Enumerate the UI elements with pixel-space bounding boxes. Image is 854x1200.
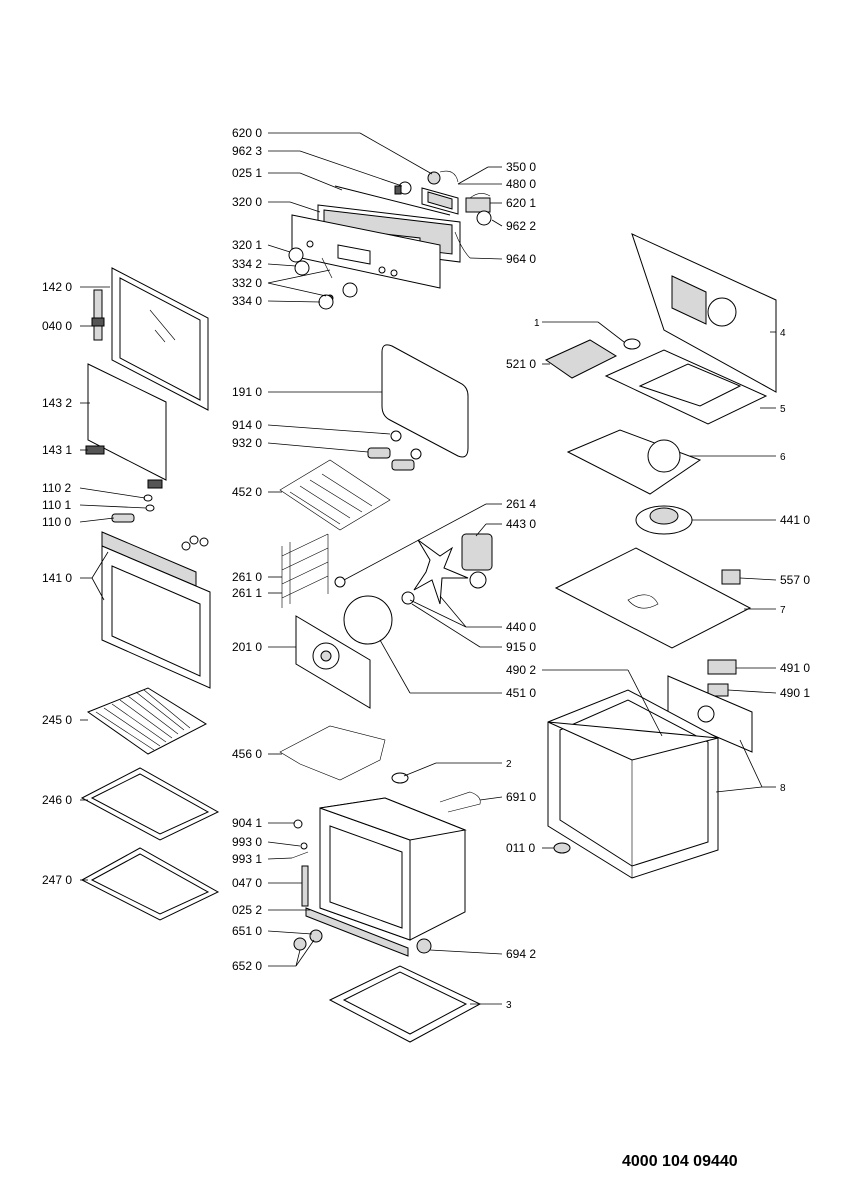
label-261-1: 261 1 bbox=[232, 586, 262, 600]
label-261-0: 261 0 bbox=[232, 570, 262, 584]
label-110-2: 110 2 bbox=[42, 481, 71, 495]
part-labels: 620 0 962 3 025 1 320 0 320 1 334 2 332 … bbox=[42, 126, 810, 1011]
label-932-0: 932 0 bbox=[232, 436, 262, 450]
label-110-0: 110 0 bbox=[42, 515, 71, 529]
label-456-0: 456 0 bbox=[232, 747, 262, 761]
label-6: 6 bbox=[780, 452, 786, 463]
housing-group bbox=[544, 233, 777, 879]
label-993-1: 993 1 bbox=[232, 852, 262, 866]
label-142-0: 142 0 bbox=[42, 280, 72, 294]
label-557-0: 557 0 bbox=[780, 573, 810, 587]
label-332-0: 332 0 bbox=[232, 276, 262, 290]
label-651-0: 651 0 bbox=[232, 924, 262, 938]
label-8: 8 bbox=[780, 783, 786, 794]
label-5: 5 bbox=[780, 404, 786, 415]
label-480-0: 480 0 bbox=[506, 177, 536, 191]
label-904-1: 904 1 bbox=[232, 816, 262, 830]
label-962-3: 962 3 bbox=[232, 144, 262, 158]
label-620-0: 620 0 bbox=[232, 126, 262, 140]
label-245-0: 245 0 bbox=[42, 713, 72, 727]
label-320-1: 320 1 bbox=[232, 238, 262, 252]
label-441-0: 441 0 bbox=[780, 513, 810, 527]
label-246-0: 246 0 bbox=[42, 793, 72, 807]
label-2: 2 bbox=[506, 759, 512, 770]
label-143-2: 143 2 bbox=[42, 396, 72, 410]
label-191-0: 191 0 bbox=[232, 385, 262, 399]
label-201-0: 201 0 bbox=[232, 640, 262, 654]
label-962-2: 962 2 bbox=[506, 219, 536, 233]
label-993-0: 993 0 bbox=[232, 835, 262, 849]
label-491-0: 491 0 bbox=[780, 661, 810, 675]
label-440-0: 440 0 bbox=[506, 620, 536, 634]
label-334-0: 334 0 bbox=[232, 294, 262, 308]
label-047-0: 047 0 bbox=[232, 876, 262, 890]
label-4: 4 bbox=[780, 328, 786, 339]
label-915-0: 915 0 bbox=[506, 640, 536, 654]
oven-cavity-group bbox=[291, 797, 482, 1043]
label-521-0: 521 0 bbox=[506, 357, 536, 371]
control-panel-group bbox=[288, 170, 492, 310]
center-group bbox=[279, 344, 493, 813]
label-110-1: 110 1 bbox=[42, 498, 71, 512]
label-964-0: 964 0 bbox=[506, 252, 536, 266]
label-620-1: 620 1 bbox=[506, 196, 536, 210]
label-7: 7 bbox=[780, 605, 786, 616]
label-011-0: 011 0 bbox=[506, 841, 535, 855]
leader-lines bbox=[79, 132, 777, 1005]
label-025-2: 025 2 bbox=[232, 903, 262, 917]
label-350-0: 350 0 bbox=[506, 160, 536, 174]
label-443-0: 443 0 bbox=[506, 517, 536, 531]
accessories-group bbox=[80, 687, 220, 921]
label-452-0: 452 0 bbox=[232, 485, 262, 499]
label-3: 3 bbox=[506, 1000, 512, 1011]
label-143-1: 143 1 bbox=[42, 443, 72, 457]
label-652-0: 652 0 bbox=[232, 959, 262, 973]
label-694-2: 694 2 bbox=[506, 947, 536, 961]
label-451-0: 451 0 bbox=[506, 686, 536, 700]
label-247-0: 247 0 bbox=[42, 873, 72, 887]
label-141-0: 141 0 bbox=[42, 571, 72, 585]
label-1: 1 bbox=[534, 318, 540, 329]
label-320-0: 320 0 bbox=[232, 195, 262, 209]
label-040-0: 040 0 bbox=[42, 319, 72, 333]
label-914-0: 914 0 bbox=[232, 418, 262, 432]
label-490-1: 490 1 bbox=[780, 686, 810, 700]
door-group bbox=[85, 267, 211, 689]
label-261-4: 261 4 bbox=[506, 497, 536, 511]
label-490-2: 490 2 bbox=[506, 663, 536, 677]
label-025-1: 025 1 bbox=[232, 166, 262, 180]
document-number: 4000 104 09440 bbox=[622, 1153, 738, 1170]
label-334-2: 334 2 bbox=[232, 257, 262, 271]
label-691-0: 691 0 bbox=[506, 790, 536, 804]
